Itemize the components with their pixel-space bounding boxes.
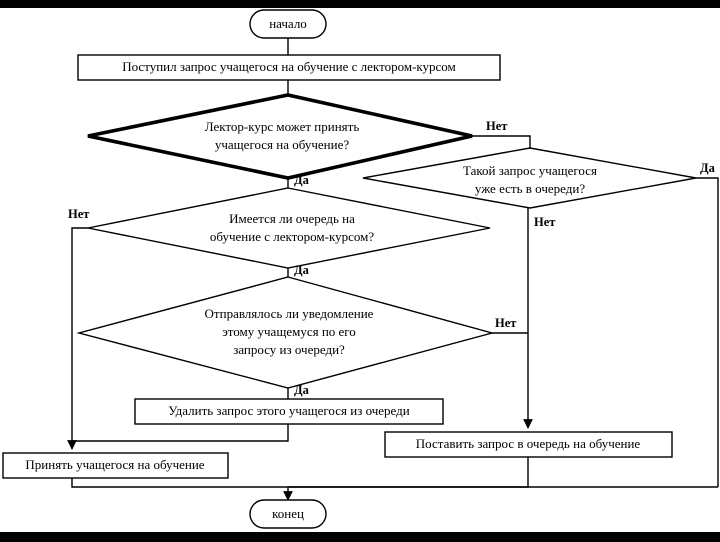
node-end[interactable]: конец: [249, 499, 327, 529]
branch-label-can-accept-yes: Да: [294, 173, 310, 187]
connector-queue-exists-no: [67, 227, 88, 450]
branch-label-notification-no: Нет: [495, 316, 516, 330]
queue-exists-label-line2: обучение с лектором-курсом?: [210, 229, 374, 244]
start-terminator-shape: [249, 9, 327, 39]
can-accept-label-line1: Лектор-курс может принять: [205, 119, 360, 134]
node-notification-sent[interactable]: Отправлялось ли уведомление этому учащем…: [76, 276, 495, 389]
notification-sent-label-line3: запросу из очереди?: [233, 342, 345, 357]
can-accept-label-line2: учащегося на обучение?: [215, 137, 350, 152]
request-received-shape: [77, 54, 501, 81]
connectors: [67, 38, 719, 501]
connector-enqueue-to-end: [288, 457, 529, 488]
branch-label-already-in-queue-no: Нет: [534, 215, 555, 229]
start-terminator-label: начало: [269, 16, 307, 31]
branch-label-queue-exists-no: Нет: [68, 207, 89, 221]
node-enqueue-request[interactable]: Поставить запрос в очередь на обучение: [384, 431, 673, 458]
node-already-in-queue[interactable]: Такой запрос учащегося уже есть в очеред…: [362, 147, 697, 209]
enqueue-request-label: Поставить запрос в очередь на обучение: [416, 436, 641, 451]
end-terminator-shape: [249, 499, 327, 529]
notification-sent-shape: [76, 276, 495, 389]
node-start[interactable]: начало: [249, 9, 327, 39]
connector-delete-to-accept: [72, 424, 289, 442]
notification-sent-label-line2: этому учащемуся по его: [222, 324, 356, 339]
node-accept-student[interactable]: Принять учащегося на обучение: [2, 452, 229, 479]
delete-request-label: Удалить запрос этого учащегося из очеред…: [168, 403, 410, 418]
accept-student-label: Принять учащегося на обучение: [25, 457, 204, 472]
connector-already-in-queue-yes: [696, 177, 719, 487]
branch-label-notification-yes: Да: [294, 383, 310, 397]
branch-label-already-in-queue-yes: Да: [700, 161, 716, 175]
can-accept-shape: [87, 93, 473, 180]
connector-can-accept-no: [472, 135, 531, 148]
node-request-received[interactable]: Поступил запрос учащегося на обучение с …: [77, 54, 501, 81]
already-in-queue-label-line1: Такой запрос учащегося: [463, 163, 597, 178]
connector-accept-to-end: [71, 478, 288, 488]
queue-exists-shape: [87, 187, 491, 269]
already-in-queue-label-line2: уже есть в очереди?: [475, 181, 585, 196]
branch-label-can-accept-no: Нет: [486, 119, 507, 133]
enqueue-request-shape: [384, 431, 673, 458]
node-can-accept[interactable]: Лектор-курс может принять учащегося на о…: [87, 93, 473, 180]
branch-label-queue-exists-yes: Да: [294, 263, 310, 277]
queue-exists-label-line1: Имеется ли очередь на: [229, 211, 355, 226]
request-received-label: Поступил запрос учащегося на обучение с …: [122, 59, 456, 74]
node-queue-exists[interactable]: Имеется ли очередь на обучение с лекторо…: [87, 187, 491, 269]
notification-sent-label-line1: Отправлялось ли уведомление: [205, 306, 374, 321]
already-in-queue-shape: [362, 147, 697, 209]
node-delete-request[interactable]: Удалить запрос этого учащегося из очеред…: [134, 398, 444, 425]
accept-student-shape: [2, 452, 229, 479]
end-terminator-label: конец: [272, 506, 304, 521]
delete-request-shape: [134, 398, 444, 425]
